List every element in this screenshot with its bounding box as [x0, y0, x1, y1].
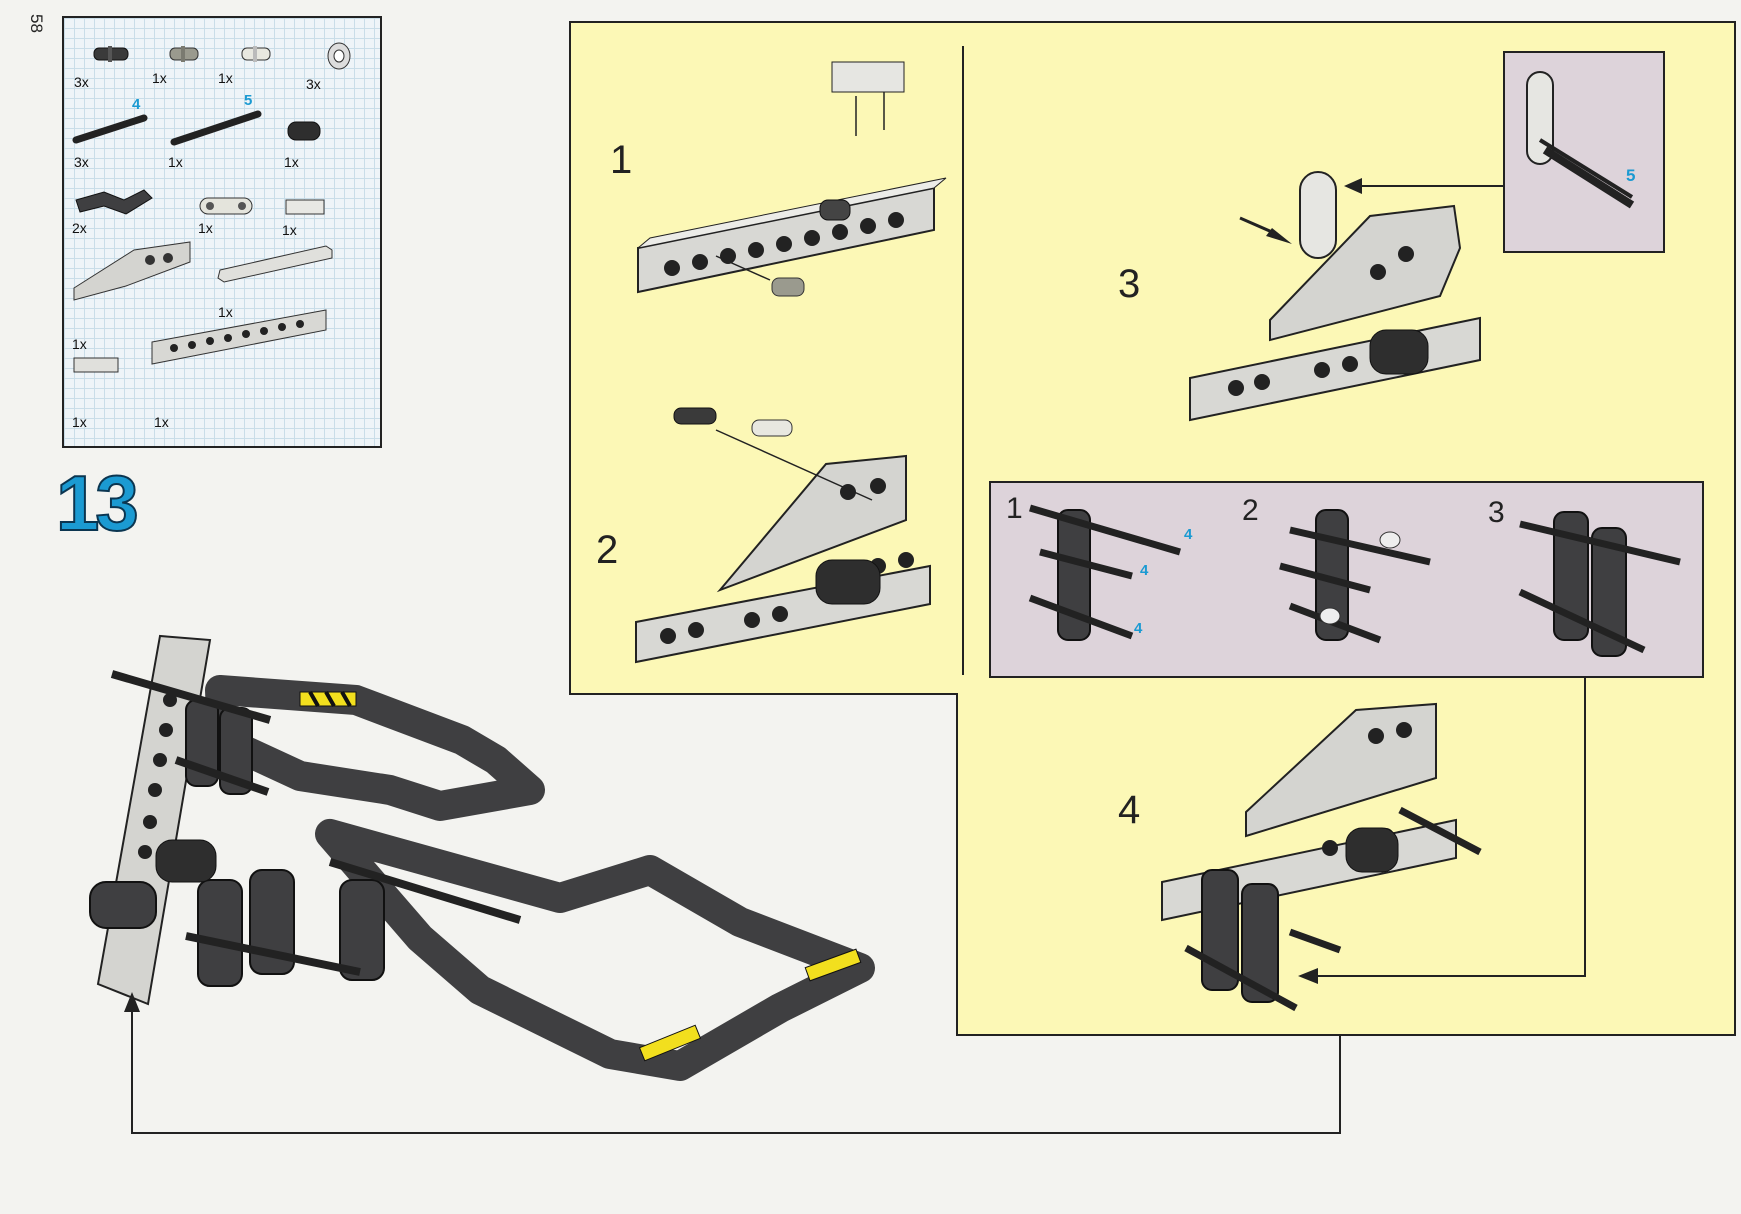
axle-5-icon	[170, 110, 262, 146]
qty-label: 1x	[154, 414, 169, 430]
qty-label: 2x	[72, 220, 87, 236]
main-assembly-model	[89, 634, 875, 1081]
qty-label: 1x	[152, 70, 167, 86]
black-bush-icon	[287, 121, 321, 141]
detail-label: 2	[1242, 494, 1259, 527]
liftarm-axle-inset	[1526, 71, 1635, 209]
hazard-stripe	[638, 1024, 702, 1062]
qty-label: 1x	[218, 70, 233, 86]
substep-label: 4	[1118, 788, 1141, 832]
liftarm-short-icon	[199, 197, 253, 215]
bush-icon	[327, 42, 351, 70]
arrow-icon	[715, 429, 873, 501]
arrow-icon	[1344, 178, 1362, 194]
substep-4-model	[1161, 702, 1482, 1012]
qty-label: 1x	[168, 154, 183, 170]
technic-brick-1x10-icon	[151, 309, 327, 365]
qty-label: 3x	[74, 154, 89, 170]
qty-label: 1x	[218, 304, 233, 320]
substep-2-model	[635, 407, 931, 664]
arrow-icon	[1298, 968, 1318, 984]
detail-assembly-1	[1028, 504, 1181, 641]
axle-length-label: 4	[1140, 562, 1149, 579]
detail-label: 1	[1006, 492, 1023, 525]
qty-label: 3x	[306, 76, 321, 92]
pin-grey-icon	[169, 46, 199, 62]
technic-plate-icon	[217, 245, 333, 283]
parts-illustration	[72, 42, 351, 373]
arrow-icon	[1266, 228, 1292, 244]
detail-assembly-2	[1279, 509, 1431, 644]
qty-label: 1x	[284, 154, 299, 170]
pin-light-icon	[241, 46, 271, 62]
qty-label: 3x	[74, 74, 89, 90]
axle-length-label: 4	[132, 96, 141, 113]
pin-black-icon	[93, 46, 129, 62]
qty-label: 1x	[72, 414, 87, 430]
qty-label: 1x	[282, 222, 297, 238]
substep-label: 3	[1118, 262, 1141, 306]
liftarm-l-icon	[75, 189, 153, 215]
axle-length-label: 4	[1134, 620, 1143, 637]
arrow-icon	[124, 992, 140, 1012]
substep-label: 1	[610, 138, 633, 182]
axle-4-icon	[72, 114, 148, 144]
tile-icon	[285, 199, 325, 215]
axle-length-label: 5	[244, 92, 253, 109]
detail-label: 3	[1488, 496, 1505, 529]
parts-list: 3x 1x 1x 3x 4 5 3x 1x 1x 2x 1x 1x 1x 1x …	[62, 16, 382, 448]
arrow-icon	[1306, 677, 1586, 977]
axle-length-label: 5	[1626, 166, 1636, 185]
plate-1x2-icon	[73, 357, 119, 373]
arrow-icon	[1239, 216, 1273, 234]
arrow-icon	[715, 255, 771, 281]
qty-label: 1x	[198, 220, 213, 236]
qty-label: 1x	[72, 336, 87, 352]
substep-1-model	[637, 61, 947, 297]
hazard-stripe	[804, 948, 862, 982]
detail-assembly-3	[1518, 511, 1681, 657]
substep-label: 2	[596, 528, 619, 572]
substep-3-model	[1189, 171, 1504, 422]
arrow-icon	[131, 1002, 1341, 1134]
wedge-brick-icon	[73, 241, 191, 301]
hazard-stripe	[299, 691, 357, 707]
step-number: 13	[55, 458, 140, 548]
axle-length-label: 4	[1184, 526, 1193, 543]
